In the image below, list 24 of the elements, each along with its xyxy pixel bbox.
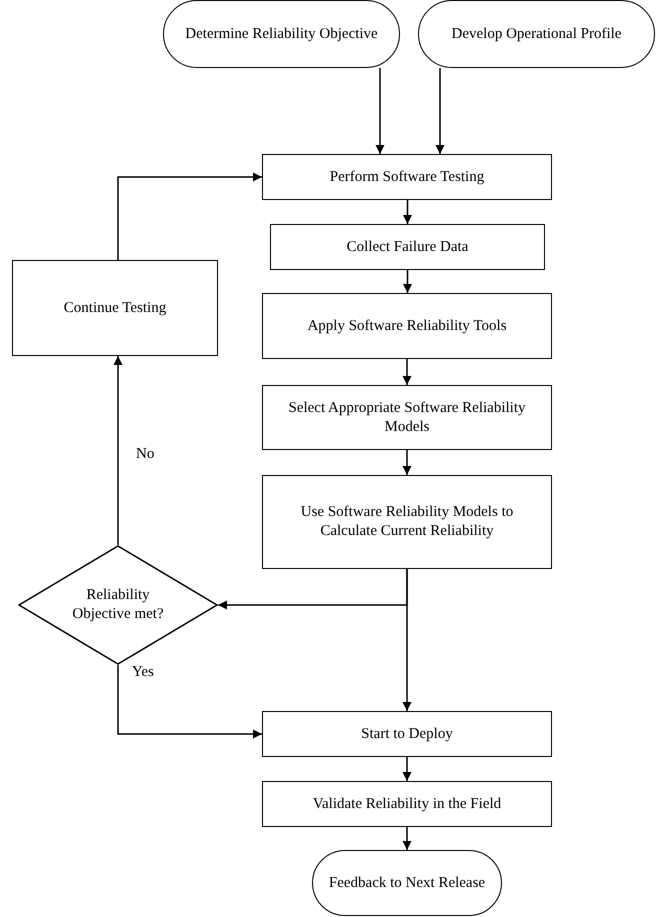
arrow xyxy=(402,569,412,711)
process-box: Select Appropriate Software Reliability Models xyxy=(262,385,552,450)
arrow xyxy=(376,68,384,154)
process-box: Perform Software Testing xyxy=(262,154,552,200)
arrow xyxy=(403,270,412,293)
arrow xyxy=(117,665,262,738)
arrow xyxy=(402,359,412,385)
process-box: Collect Failure Data xyxy=(270,224,545,270)
arrow xyxy=(114,356,122,545)
terminal-node: Feedback to Next Release xyxy=(312,850,502,916)
terminal-node: Develop Operational Profile xyxy=(418,0,655,68)
arrow xyxy=(402,827,412,850)
arrow xyxy=(436,68,444,154)
terminal-node: Determine Reliability Objective xyxy=(163,0,400,68)
process-box: Use Software Reliability Models to Calculate Current Reliability xyxy=(262,475,552,569)
arrow xyxy=(402,450,412,475)
process-box: Apply Software Reliability Tools xyxy=(262,293,552,359)
arrow xyxy=(117,172,262,260)
decision-diamond: Reliability Objective met? xyxy=(18,545,218,665)
arrow xyxy=(403,200,412,224)
process-box: Continue Testing xyxy=(12,260,218,356)
arrow xyxy=(402,757,412,781)
process-box: Start to Deploy xyxy=(262,711,552,757)
process-box: Validate Reliability in the Field xyxy=(262,781,552,827)
